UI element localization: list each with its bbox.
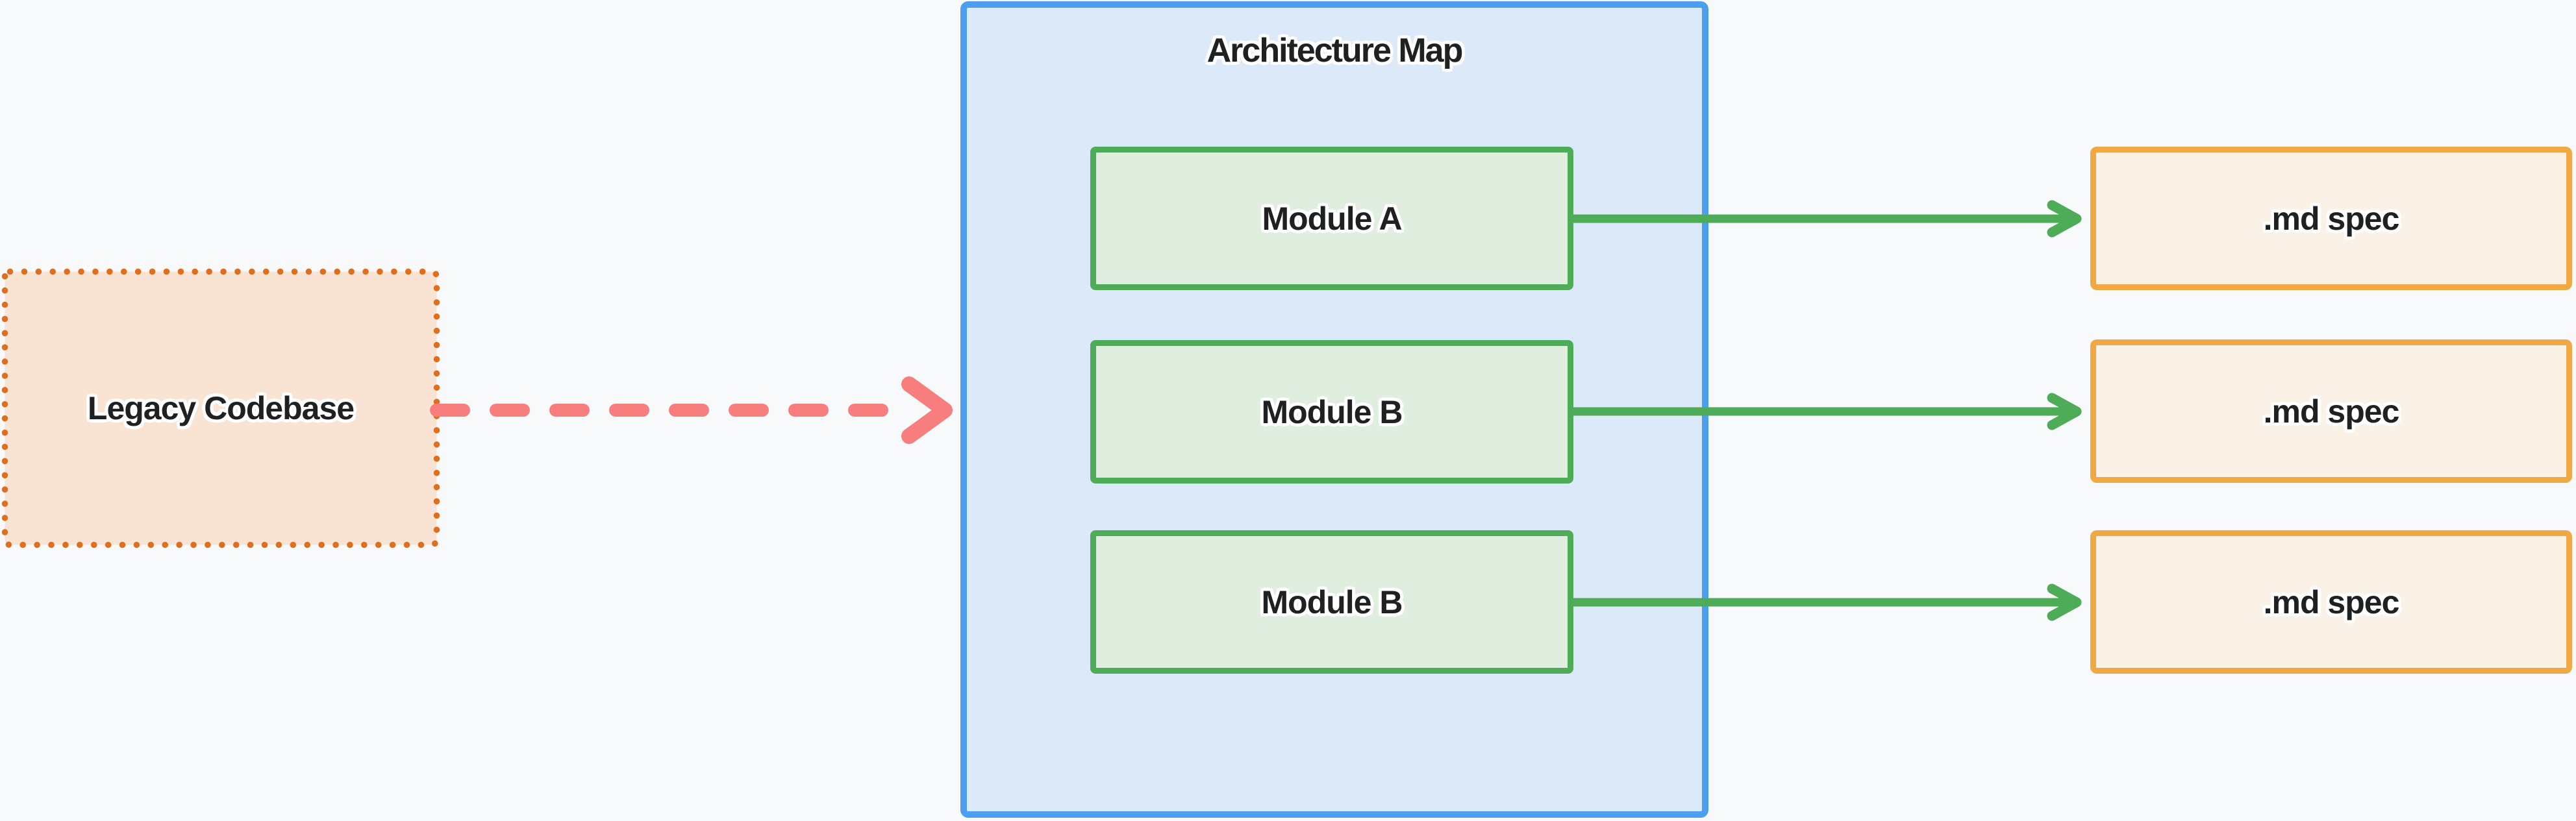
- module-b2-label: Module B: [1261, 583, 1403, 620]
- md-spec-label-3: .md spec: [2263, 583, 2400, 620]
- legacy-to-map-dashed-arrow-icon: [430, 376, 953, 444]
- module-a-to-spec-arrow-icon: [1568, 200, 2082, 238]
- md-spec-node-3: .md spec: [2090, 530, 2572, 674]
- module-b2-node: Module B: [1090, 530, 1573, 674]
- architecture-map-title: Architecture Map: [1207, 32, 1464, 69]
- green-arrow-head: [2047, 583, 2082, 621]
- legacy-codebase-node: Legacy Codebase: [1, 268, 440, 548]
- green-arrow-head: [2047, 200, 2082, 238]
- md-spec-label-1: .md spec: [2263, 200, 2400, 237]
- md-spec-label-2: .md spec: [2263, 393, 2400, 430]
- md-spec-node-2: .md spec: [2090, 339, 2572, 483]
- module-a-node: Module A: [1090, 147, 1573, 290]
- module-b2-to-spec-arrow-icon: [1568, 583, 2082, 621]
- legacy-node-shape: [1, 268, 440, 548]
- legacy-dotted-border: [1, 268, 440, 548]
- module-b-node: Module B: [1090, 340, 1573, 484]
- module-a-label: Module A: [1262, 200, 1402, 237]
- md-spec-node-1: .md spec: [2090, 147, 2572, 290]
- module-b-to-spec-arrow-icon: [1568, 393, 2082, 430]
- module-b-label: Module B: [1261, 393, 1403, 430]
- green-arrow-head: [2047, 393, 2082, 430]
- legacy-codebase-label: Legacy Codebase: [87, 390, 355, 426]
- dashed-arrow-head: [901, 376, 953, 444]
